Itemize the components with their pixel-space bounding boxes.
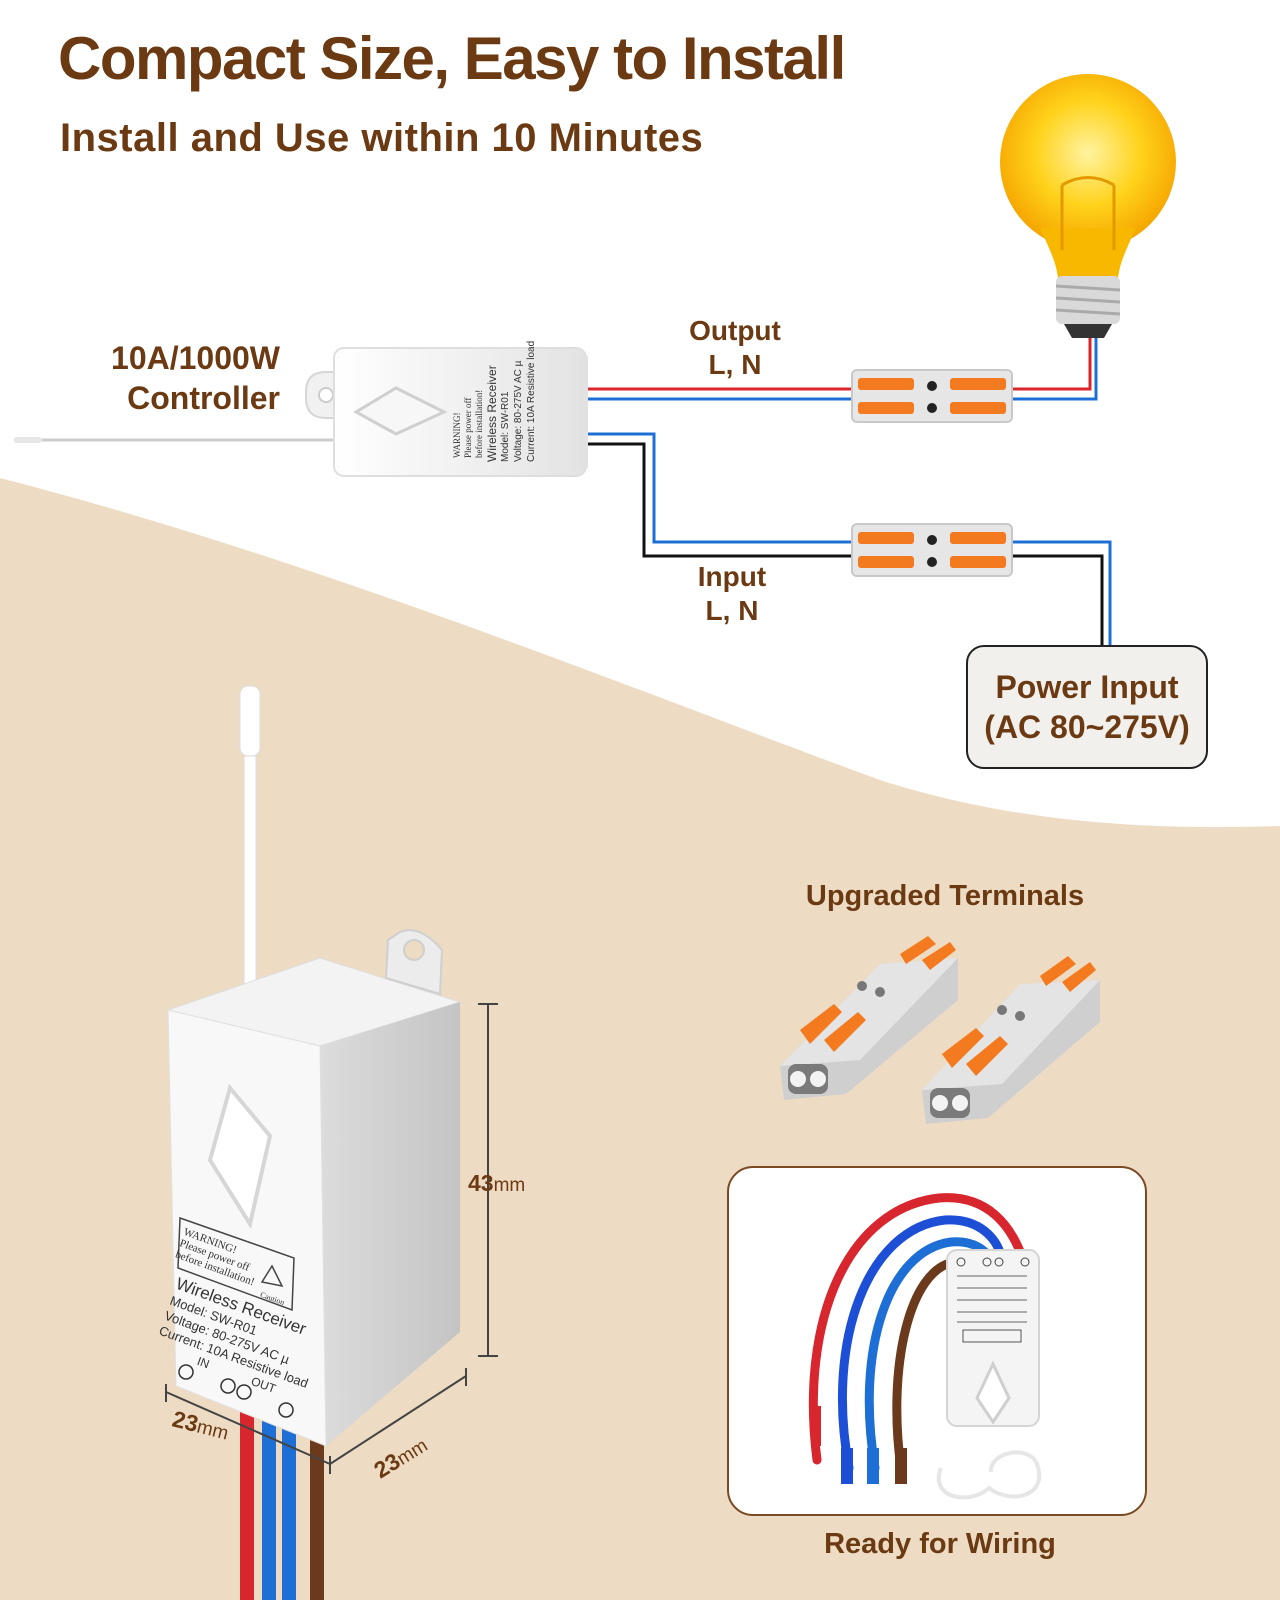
dimension-height: 43mm [468,1170,526,1196]
output-wire-blue [584,338,1098,401]
input-wire-black [584,442,1104,646]
dimension-lines [165,1003,498,1474]
product-box [166,929,462,1447]
page-title: Compact Size, Easy to Install [58,25,846,92]
input-label: Input L, N [662,560,802,628]
light-bulb-icon [1000,74,1176,338]
controller-warning-text: WARNING! Please power off before install… [452,389,484,458]
terminal-product-left [780,936,958,1100]
power-input-box: Power Input (AC 80~275V) [966,645,1208,769]
output-terminal-connector [851,369,1013,423]
power-input-line2: (AC 80~275V) [984,709,1190,745]
ready-wiring-illustration [808,1193,1042,1500]
upgraded-terminals-label: Upgraded Terminals [805,880,1085,912]
output-label-line2: L, N [708,349,762,380]
input-label-line2: L, N [705,595,759,626]
input-label-line1: Input [697,561,767,592]
ready-for-wiring-label: Ready for Wiring [824,1528,1056,1560]
ready-for-wiring-panel [727,1166,1147,1516]
power-input-line1: Power Input [995,669,1179,705]
controller-diagram [305,347,588,477]
input-terminal-connector [851,523,1013,577]
output-label-line1: Output [689,315,781,346]
controller-spec-text: Wireless Receiver Model: SW-R01 Voltage:… [485,340,537,462]
output-wire-red [584,338,1092,391]
input-wire-blue [584,432,1112,646]
controller-label: 10A/1000W Controller [111,340,280,416]
terminal-product-right [922,956,1100,1124]
output-label: Output L, N [665,314,805,382]
page-subtitle: Install and Use within 10 Minutes [60,116,704,160]
